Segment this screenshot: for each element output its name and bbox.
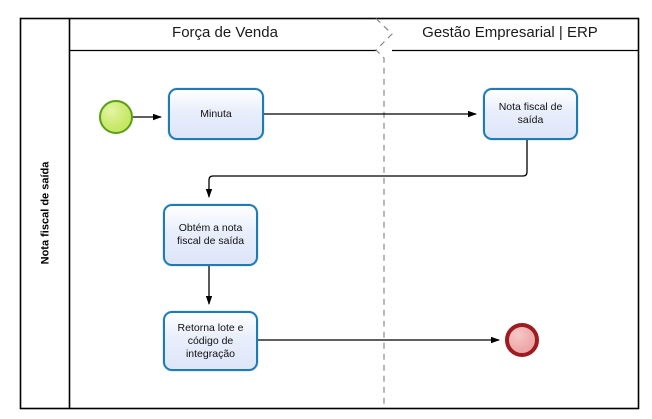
pool-frame [19, 17, 640, 410]
task-nota-fiscal-de-saida-label: Nota fiscal de saída [498, 101, 563, 126]
lane-label-forca-de-venda: Força de Venda [172, 24, 278, 41]
end-event-circle[interactable] [505, 323, 539, 357]
lane-label-gestao-empresarial-erp: Gestão Empresarial | ERP [422, 24, 598, 41]
task-minuta[interactable]: Minuta [168, 88, 264, 140]
task-nota-fiscal-de-saida[interactable]: Nota fiscal de saída [483, 88, 578, 140]
task-retorna-lote-e-codigo-de-integracao-label: Retorna lote e código de integração [177, 321, 244, 360]
task-retorna-lote-e-codigo-de-integracao[interactable]: Retorna lote e código de integração [163, 311, 258, 371]
task-obtem-a-nota-fiscal-de-saida[interactable]: Obtém a nota fiscal de saída [163, 204, 258, 266]
pool-title: Nota fiscal de saída [20, 18, 70, 408]
flow-nota-fiscal-to-obtem [205, 140, 528, 198]
task-minuta-label: Minuta [200, 107, 232, 120]
lane-divider-dashed [375, 18, 393, 408]
pool-title-label: Nota fiscal de saída [39, 161, 51, 265]
task-obtem-a-nota-fiscal-de-saida-label: Obtém a nota fiscal de saída [176, 222, 245, 247]
start-event-circle[interactable] [99, 100, 133, 134]
